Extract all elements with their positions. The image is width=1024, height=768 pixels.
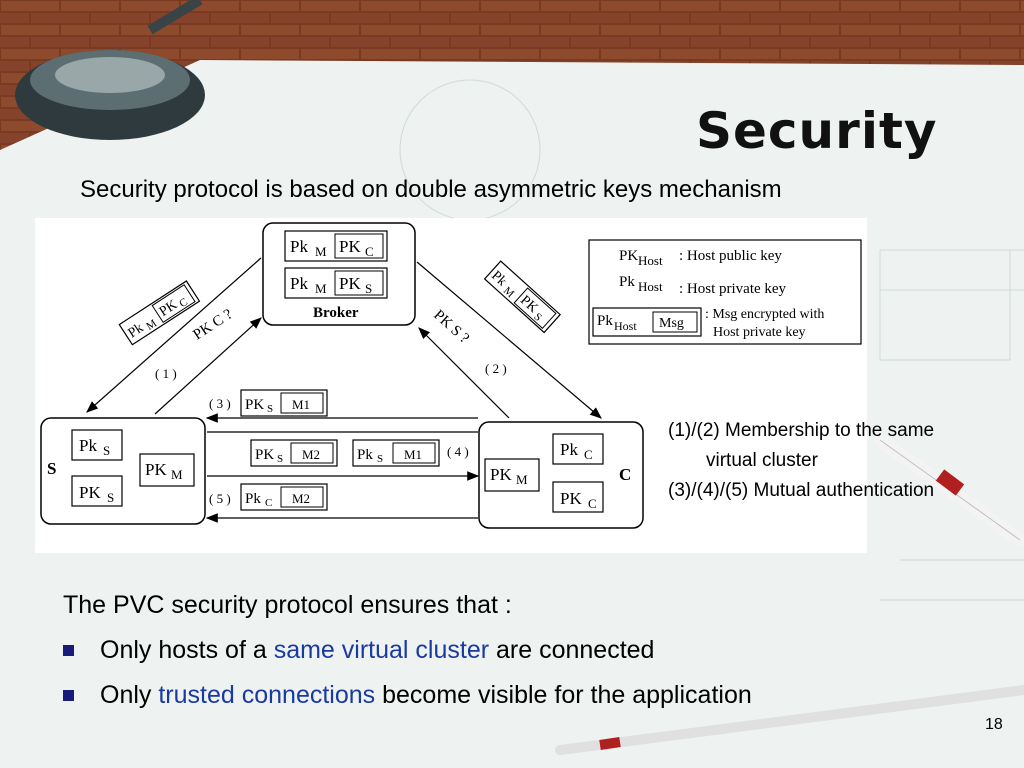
svg-text:C: C	[265, 497, 272, 509]
svg-text:M2: M2	[292, 491, 310, 506]
c-key-1-sub: C	[584, 447, 593, 462]
bullet-2-highlight: trusted connections	[158, 681, 376, 709]
protocol-diagram: Pk M PK C Pk M PK S Broker Pk S PK S PK …	[35, 218, 867, 553]
s-node: Pk S PK S PK M S	[40, 417, 206, 525]
legend-msg-desc-2: Host private key	[713, 325, 806, 340]
step-2: ( 2 )	[485, 361, 507, 376]
svg-text:M2: M2	[302, 447, 320, 462]
c-key-2-sub: C	[588, 496, 597, 511]
broker-key-2a-sub: M	[315, 281, 327, 296]
c-key-3-sub: M	[516, 472, 528, 487]
msg-step-5: Pk C M2	[240, 483, 328, 511]
arrow-broker-to-c	[416, 261, 602, 419]
legend-priv: Pk	[619, 274, 635, 290]
bullet-1-text-pre: Only hosts of a	[100, 636, 274, 664]
pks-query: PK S ?	[430, 307, 472, 347]
c-key-2: PK	[560, 489, 582, 508]
s-key-1: Pk	[79, 436, 97, 455]
msg-step-4-b: Pk S M1	[352, 439, 440, 467]
msg-step-4-a: PK S M2	[250, 439, 338, 467]
step-1: ( 1 )	[155, 366, 177, 381]
broker-key-2b: PK	[339, 274, 361, 293]
arrow-c-to-broker	[418, 327, 510, 419]
legend-pk-sub: Host	[638, 253, 663, 268]
slide-subtitle: Security protocol is based on double asy…	[80, 176, 782, 203]
s-label: S	[47, 459, 56, 478]
note-membership: (1)/(2) Membership to the same	[668, 420, 935, 441]
broker-key-1a-sub: M	[315, 244, 327, 259]
slide-title: Security	[696, 102, 938, 160]
svg-text:PK: PK	[245, 397, 264, 413]
key-legend: PK Host : Host public key Pk Host : Host…	[588, 239, 862, 345]
legend-msg-pk: Pk	[597, 313, 613, 329]
legend-priv-desc: : Host private key	[679, 281, 787, 297]
svg-text:Pk: Pk	[126, 321, 147, 342]
s-key-1-sub: S	[103, 443, 110, 458]
broker-node: Pk M PK C Pk M PK S Broker	[262, 222, 416, 326]
step-4: ( 4 )	[447, 444, 469, 459]
s-key-2: PK	[79, 483, 101, 502]
svg-text:S: S	[277, 453, 283, 465]
msg-pkm-pkc: Pk M PK C	[118, 280, 201, 346]
msg-pkm-pks: Pk M PK S	[483, 260, 562, 334]
bullet-item-2: Only trusted connections become visible …	[63, 676, 752, 721]
msg-step-3: PK S M1	[240, 389, 328, 417]
broker-key-1a: Pk	[290, 237, 308, 256]
body-intro: The PVC security protocol ensures that :	[63, 591, 512, 619]
page-number: 18	[985, 716, 1003, 733]
broker-label: Broker	[313, 305, 359, 321]
legend-msg-sub: Host	[614, 319, 637, 333]
arrow-s-to-broker	[154, 317, 262, 415]
broker-key-1b-sub: C	[365, 244, 374, 259]
pen-decoration	[555, 433, 1024, 755]
broker-key-2a: Pk	[290, 274, 308, 293]
pkc-query: PK C ?	[190, 306, 235, 343]
legend-priv-sub: Host	[638, 279, 663, 294]
bullet-item-1: Only hosts of a same virtual cluster are…	[63, 631, 752, 676]
legend-pk: PK	[619, 248, 638, 264]
c-label: C	[619, 465, 631, 484]
note-membership-cont: virtual cluster	[706, 450, 818, 471]
svg-text:S: S	[377, 453, 383, 465]
svg-text:M1: M1	[292, 397, 310, 412]
s-key-3: PK	[145, 460, 167, 479]
s-key-3-sub: M	[171, 467, 183, 482]
legend-msg-label: Msg	[659, 316, 684, 331]
legend-msg-desc-1: : Msg encrypted with	[705, 307, 824, 322]
step-5: ( 5 )	[209, 491, 231, 506]
bullet-2-text-pre: Only	[100, 681, 159, 709]
note-authentication: (3)/(4)/(5) Mutual authentication	[668, 480, 935, 501]
svg-text:PK: PK	[255, 447, 274, 463]
c-key-3: PK	[490, 465, 512, 484]
diagram-notes: (1)/(2) Membership to the same virtual c…	[668, 416, 934, 506]
square-bullet-icon	[63, 690, 74, 701]
bullet-1-text-post: are connected	[489, 636, 655, 664]
lamp-decoration	[15, 0, 205, 140]
svg-text:Pk: Pk	[357, 447, 373, 463]
svg-text:S: S	[267, 403, 273, 415]
body-text: The PVC security protocol ensures that :…	[63, 586, 752, 721]
broker-key-1b: PK	[339, 237, 361, 256]
bullet-2-text-post: become visible for the application	[375, 681, 752, 709]
svg-text:M1: M1	[404, 447, 422, 462]
arrow-broker-to-s	[86, 257, 262, 413]
square-bullet-icon	[63, 645, 74, 656]
diagram-svg: Pk M PK C Pk M PK S Broker Pk S PK S PK …	[40, 222, 862, 529]
c-node: Pk C PK C PK M C	[478, 421, 644, 529]
broker-key-2b-sub: S	[365, 281, 372, 296]
step-3: ( 3 )	[209, 396, 231, 411]
s-key-2-sub: S	[107, 490, 114, 505]
c-key-1: Pk	[560, 440, 578, 459]
bullet-1-highlight: same virtual cluster	[273, 636, 490, 664]
legend-pk-desc: : Host public key	[679, 248, 782, 264]
svg-text:Pk: Pk	[245, 491, 261, 507]
